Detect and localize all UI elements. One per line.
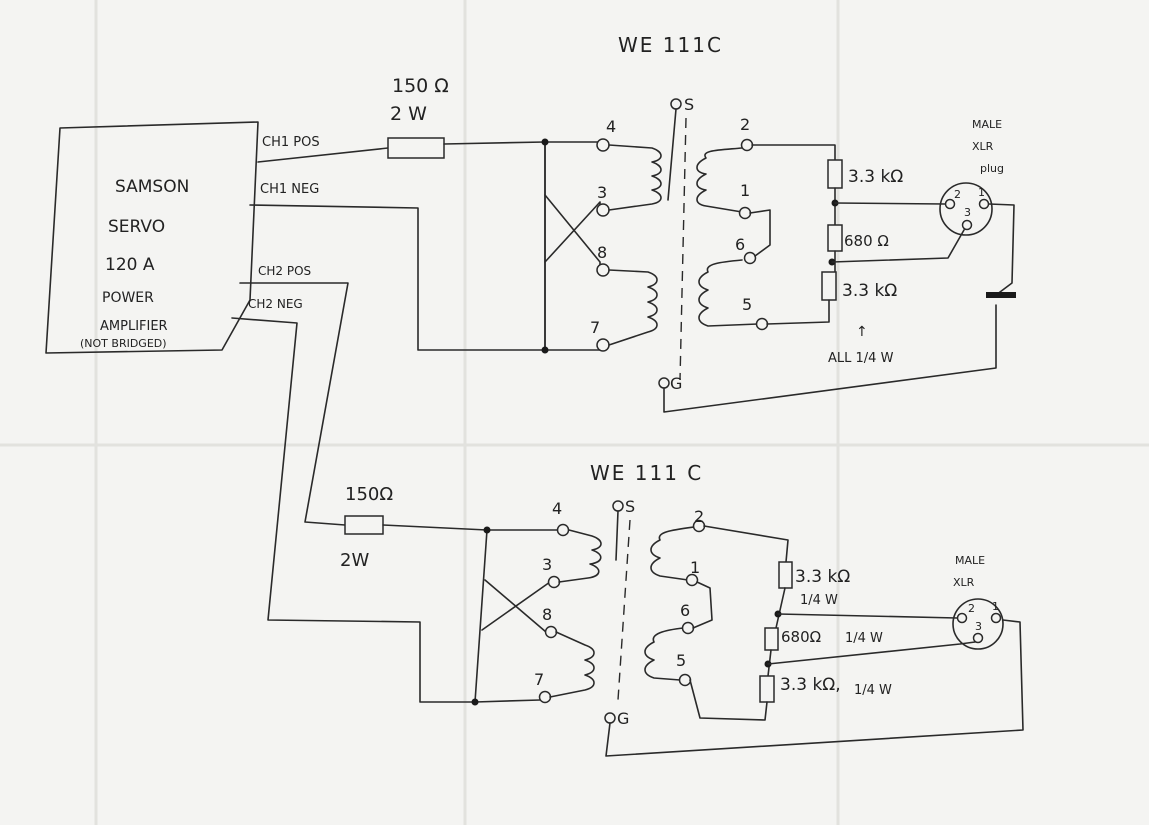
bottom-pin-4: [556, 523, 570, 537]
top-ground-terminal: [658, 377, 670, 389]
bottom-res-lower-power: 1/4 W: [854, 683, 892, 698]
bottom-res-middle: [764, 627, 779, 651]
bottom-xlr-pin-1: 1: [992, 600, 999, 613]
amp-line-2: SERVO: [108, 217, 165, 237]
bottom-pin-6: [681, 621, 695, 635]
ch1-neg-label: CH1 NEG: [260, 182, 319, 197]
top-circuit: WE 111C 150 Ω 2 W 4 3 8 7 S: [249, 33, 1016, 413]
ch1-pos-label: CH1 POS: [262, 135, 320, 150]
top-power-note: ALL 1/4 W: [828, 351, 894, 366]
top-series-res-value: 150 Ω: [392, 75, 449, 97]
top-series-res-power: 2 W: [390, 103, 427, 125]
bottom-xlr-pin-3: 3: [975, 620, 982, 633]
top-shield-label: S: [684, 95, 694, 114]
bottom-shield-label: S: [625, 497, 635, 516]
bottom-res-upper-power: 1/4 W: [800, 593, 838, 608]
top-xlr-pin-3: 3: [964, 206, 971, 219]
bottom-series-res-power: 2W: [340, 550, 369, 571]
top-res-upper: [827, 159, 843, 189]
top-xlr-label-2: XLR: [972, 140, 994, 153]
bottom-ground-terminal: [604, 712, 616, 724]
top-transformer-core: [679, 117, 687, 381]
bottom-series-res-value: 150Ω: [345, 484, 393, 505]
ch2-neg-label: CH2 NEG: [248, 297, 303, 311]
top-res-upper-label: 3.3 kΩ: [848, 167, 903, 187]
bottom-ground-label: G: [617, 709, 629, 728]
bottom-res-lower-label: 3.3 kΩ,: [780, 675, 841, 695]
bottom-pin-8-label: 8: [542, 605, 552, 624]
top-pin-7: [596, 338, 610, 352]
top-pin-5: [755, 317, 769, 331]
bottom-xlr-label-2: XLR: [953, 576, 975, 589]
top-ground-label: G: [670, 374, 682, 393]
bottom-res-lower: [759, 675, 775, 703]
top-pin-4: [596, 138, 610, 152]
top-pin-2-label: 2: [740, 115, 750, 134]
top-pin-7-label: 7: [590, 318, 600, 337]
top-shield-terminal: [670, 98, 682, 110]
top-pin-6: [743, 251, 757, 265]
bottom-pin-3: [547, 575, 561, 589]
bottom-series-resistor: [344, 515, 384, 535]
bottom-res-middle-power: 1/4 W: [845, 631, 883, 646]
bottom-pin-2-label: 2: [694, 507, 704, 526]
top-xlr-label-3: plug: [980, 162, 1004, 175]
top-pin-3-label: 3: [597, 183, 607, 202]
amp-line-6: (NOT BRIDGED): [80, 337, 167, 350]
top-res-lower: [821, 271, 837, 301]
bottom-pin-7-label: 7: [534, 670, 544, 689]
top-pin-8-label: 8: [597, 243, 607, 262]
bottom-pin-3-label: 3: [542, 555, 552, 574]
top-pin-2: [740, 138, 754, 152]
top-pin-4-label: 4: [606, 117, 616, 136]
top-xlr-label-1: MALE: [972, 118, 1002, 131]
top-xlr-shield-lug: [986, 292, 1016, 298]
top-res-middle: [827, 224, 843, 252]
amp-line-3: 120 A: [105, 255, 155, 275]
bottom-res-middle-label: 680Ω: [781, 628, 821, 646]
bottom-res-upper-label: 3.3 kΩ: [795, 567, 850, 587]
top-pin-5-label: 5: [742, 295, 752, 314]
top-res-lower-label: 3.3 kΩ: [842, 281, 897, 301]
top-series-resistor: [387, 137, 445, 159]
amplifier-block: SAMSON SERVO 120 A POWER AMPLIFIER (NOT …: [45, 121, 320, 354]
top-pin-1: [738, 206, 752, 220]
bottom-transformer-core: [617, 519, 631, 701]
bottom-pin-7: [538, 690, 552, 704]
amp-line-1: SAMSON: [115, 177, 189, 197]
bottom-xlr-plug: [952, 598, 1004, 650]
bottom-xlr-label-1: MALE: [955, 554, 985, 567]
bottom-pin-1: [685, 573, 699, 587]
top-xlr-pin-1: 1: [978, 186, 985, 199]
top-res-arrow: ↑: [856, 324, 868, 340]
bottom-shield-terminal: [612, 500, 624, 512]
top-res-middle-label: 680 Ω: [844, 232, 889, 250]
bottom-pin-4-label: 4: [552, 499, 562, 518]
bottom-transformer-title: WE 111 C: [590, 461, 703, 485]
amp-line-4: POWER: [102, 290, 154, 306]
top-xlr-plug: [939, 182, 993, 236]
bottom-pin-5-label: 5: [676, 651, 686, 670]
amp-line-5: AMPLIFIER: [100, 319, 168, 334]
top-pin-1-label: 1: [740, 181, 750, 200]
top-xlr-pin-2: 2: [954, 188, 961, 201]
bottom-pin-6-label: 6: [680, 601, 690, 620]
bottom-pin-1-label: 1: [690, 558, 700, 577]
ch2-pos-label: CH2 POS: [258, 264, 311, 278]
top-pin-8: [596, 263, 610, 277]
bottom-pin-5: [678, 673, 692, 687]
bottom-pin-8: [544, 625, 558, 639]
top-transformer-title: WE 111C: [618, 33, 723, 57]
bottom-res-upper: [778, 561, 793, 589]
top-pin-6-label: 6: [735, 235, 745, 254]
top-pin-3: [596, 203, 610, 217]
bottom-circuit: WE 111 C 150Ω 2W 4 3 8 7 S G: [231, 282, 1024, 757]
bottom-xlr-pin-2: 2: [968, 602, 975, 615]
